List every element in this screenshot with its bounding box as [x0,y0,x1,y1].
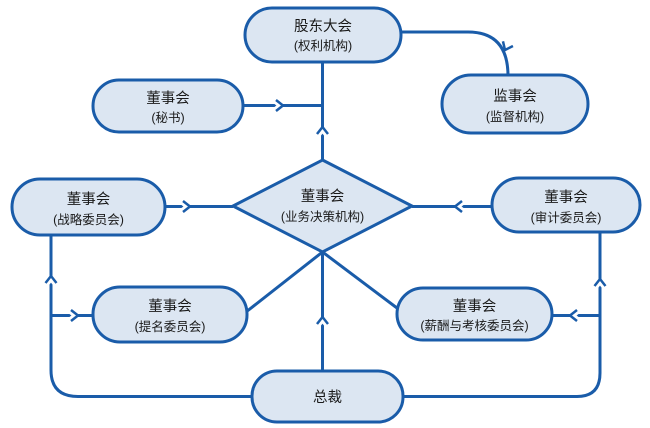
node-shareholders-shape [243,6,403,64]
node-secretary: 董事会 (秘书) [91,78,245,134]
edge-president-right-loop [403,232,602,398]
node-board-title: 董事会 [301,188,345,205]
connectors [49,30,602,398]
node-shareholders: 股东大会 (权利机构) [243,6,403,64]
node-supervisory: 监事会 (监督机构) [440,73,590,135]
node-audit-subtitle: (审计委员会) [531,210,602,225]
node-remuneration-shape [395,286,554,342]
node-remuneration: 董事会 (薪酬与考核委员会) [395,286,554,342]
arrow-up-to-audit [592,276,608,292]
edge-board-to-nomination [245,250,324,314]
arrow-right-from-secretary [270,97,286,114]
node-audit-title: 董事会 [544,189,588,206]
node-secretary-title: 董事会 [146,90,190,107]
node-president: 总裁 [250,369,405,424]
node-supervisory-shape [440,73,590,135]
node-shareholders-subtitle: (权利机构) [294,38,352,53]
node-board-shape [229,158,416,254]
arrow-right-to-nomination [65,307,81,324]
node-strategy-shape [10,177,167,237]
node-strategy-subtitle: (战略委员会) [53,212,124,227]
node-board-subtitle: (业务决策机构) [281,209,364,224]
node-nomination-shape [91,285,249,344]
arrowheads [43,36,608,330]
node-strategy: 董事会 (战略委员会) [10,177,167,237]
node-strategy-title: 董事会 [67,191,111,208]
arrow-up-to-strategy [43,273,59,289]
edge-shareholders-to-supervisory [401,30,510,77]
node-president-shape [250,369,405,424]
node-supervisory-subtitle: (监督机构) [486,109,544,124]
arrow-right-from-strategy [177,198,193,215]
node-supervisory-title: 监事会 [493,88,537,105]
node-secretary-subtitle: (秘书) [151,111,184,125]
node-nomination: 董事会 (提名委员会) [91,285,249,344]
arrow-left-from-audit [452,198,468,215]
node-nomination-subtitle: (提名委员会) [135,319,206,334]
node-board-diamond: 董事会 (业务决策机构) [229,158,416,254]
node-nomination-title: 董事会 [148,298,192,315]
arrow-left-to-remuneration [567,307,583,324]
edge-board-to-remuneration [321,250,402,313]
node-audit-shape [490,176,642,234]
arrow-down-to-supervisory [501,36,517,52]
node-president-title: 总裁 [313,389,342,406]
edge-president-left-loop [49,235,252,398]
node-remuneration-title: 董事会 [453,298,497,315]
node-remuneration-subtitle: (薪酬与考核委员会) [420,319,528,333]
arrow-up-to-board [314,314,331,330]
node-audit: 董事会 (审计委员会) [490,176,642,234]
node-secretary-shape [91,78,245,134]
arrow-up-to-shareholders [314,124,331,140]
node-shareholders-title: 股东大会 [294,18,352,35]
